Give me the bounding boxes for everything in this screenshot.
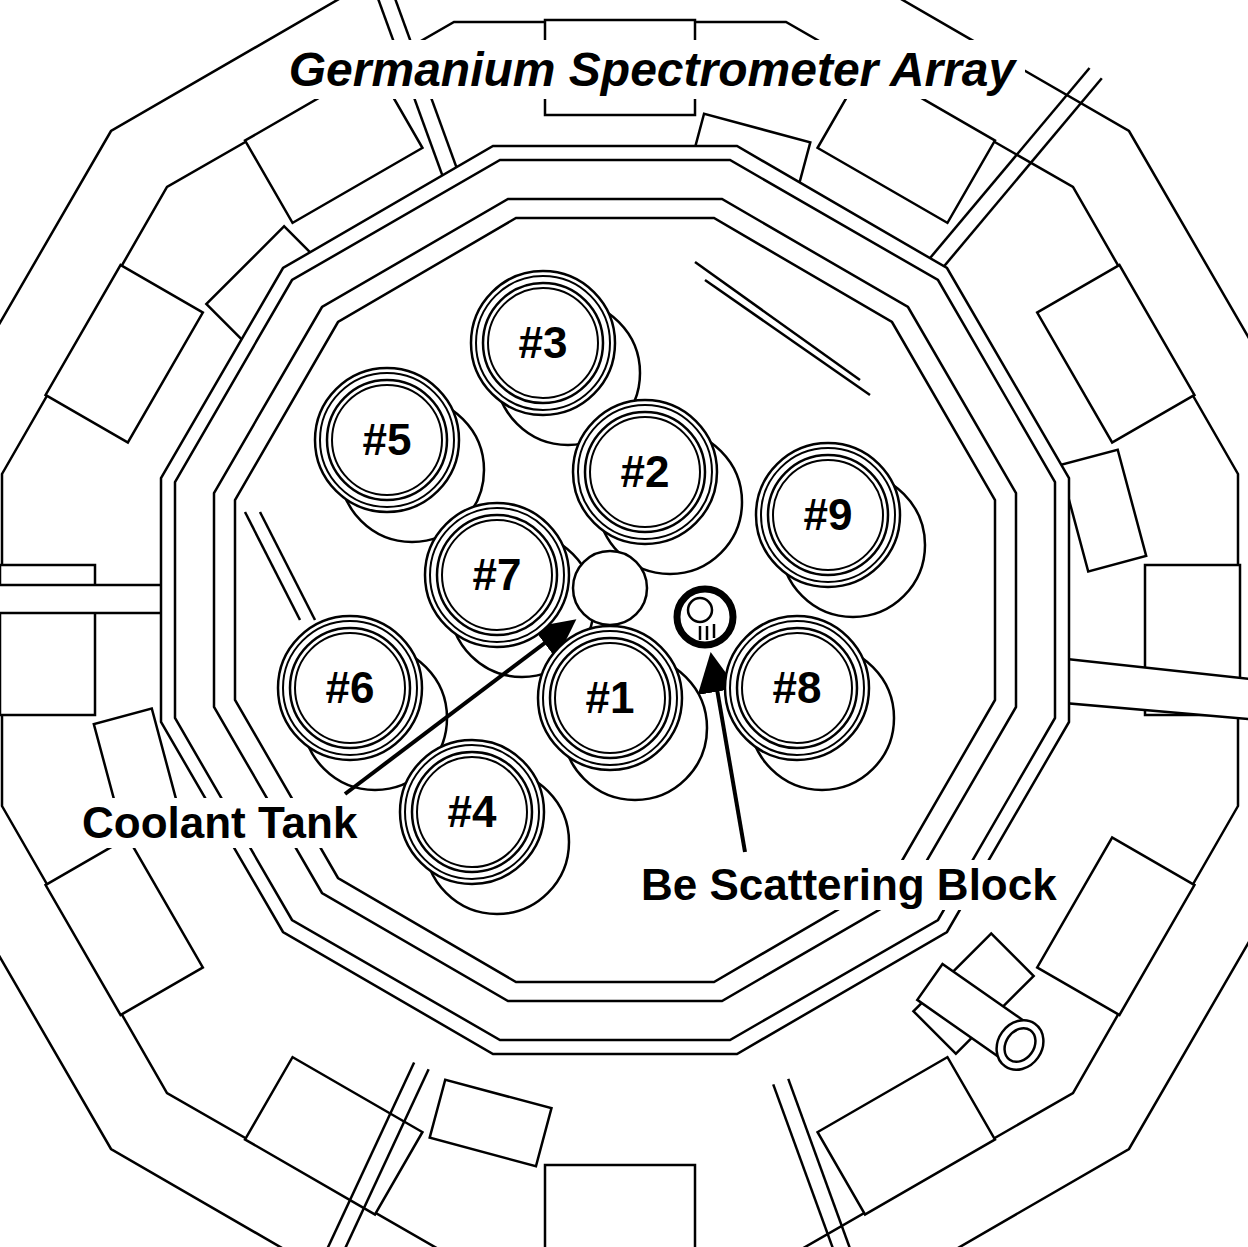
detector-number: #5 [363,415,412,465]
detector-text-holder: #4 [398,738,546,886]
part-label: Be Scattering Block [637,860,1061,910]
detector-face: #2 [571,398,719,546]
detector-text-holder: #1 [536,624,684,772]
detector-text-holder: #2 [571,398,719,546]
diagram-title: Germanium Spectrometer Array [279,40,1026,99]
part-label: Coolant Tank [78,798,361,848]
detector-face: #5 [313,366,461,514]
detector-number: #1 [586,673,635,723]
detector-text-holder: #9 [754,441,902,589]
detector-number: #8 [773,663,822,713]
detector-text-holder: #3 [469,269,617,417]
detector-text-holder: #8 [723,614,871,762]
detector-face: #8 [723,614,871,762]
detector-number: #2 [621,447,670,497]
detector-text-holder: #5 [313,366,461,514]
detector-face: #6 [276,614,424,762]
detector-number: #6 [326,663,375,713]
detector-text-holder: #7 [423,501,571,649]
detector-number: #3 [519,318,568,368]
detector-number: #7 [473,550,522,600]
detector-face: #4 [398,738,546,886]
detector-number: #9 [804,490,853,540]
detector-face: #3 [469,269,617,417]
detector-text-holder: #6 [276,614,424,762]
detector-number: #4 [448,787,497,837]
detector-face: #1 [536,624,684,772]
detector-face: #7 [423,501,571,649]
detector-face: #9 [754,441,902,589]
